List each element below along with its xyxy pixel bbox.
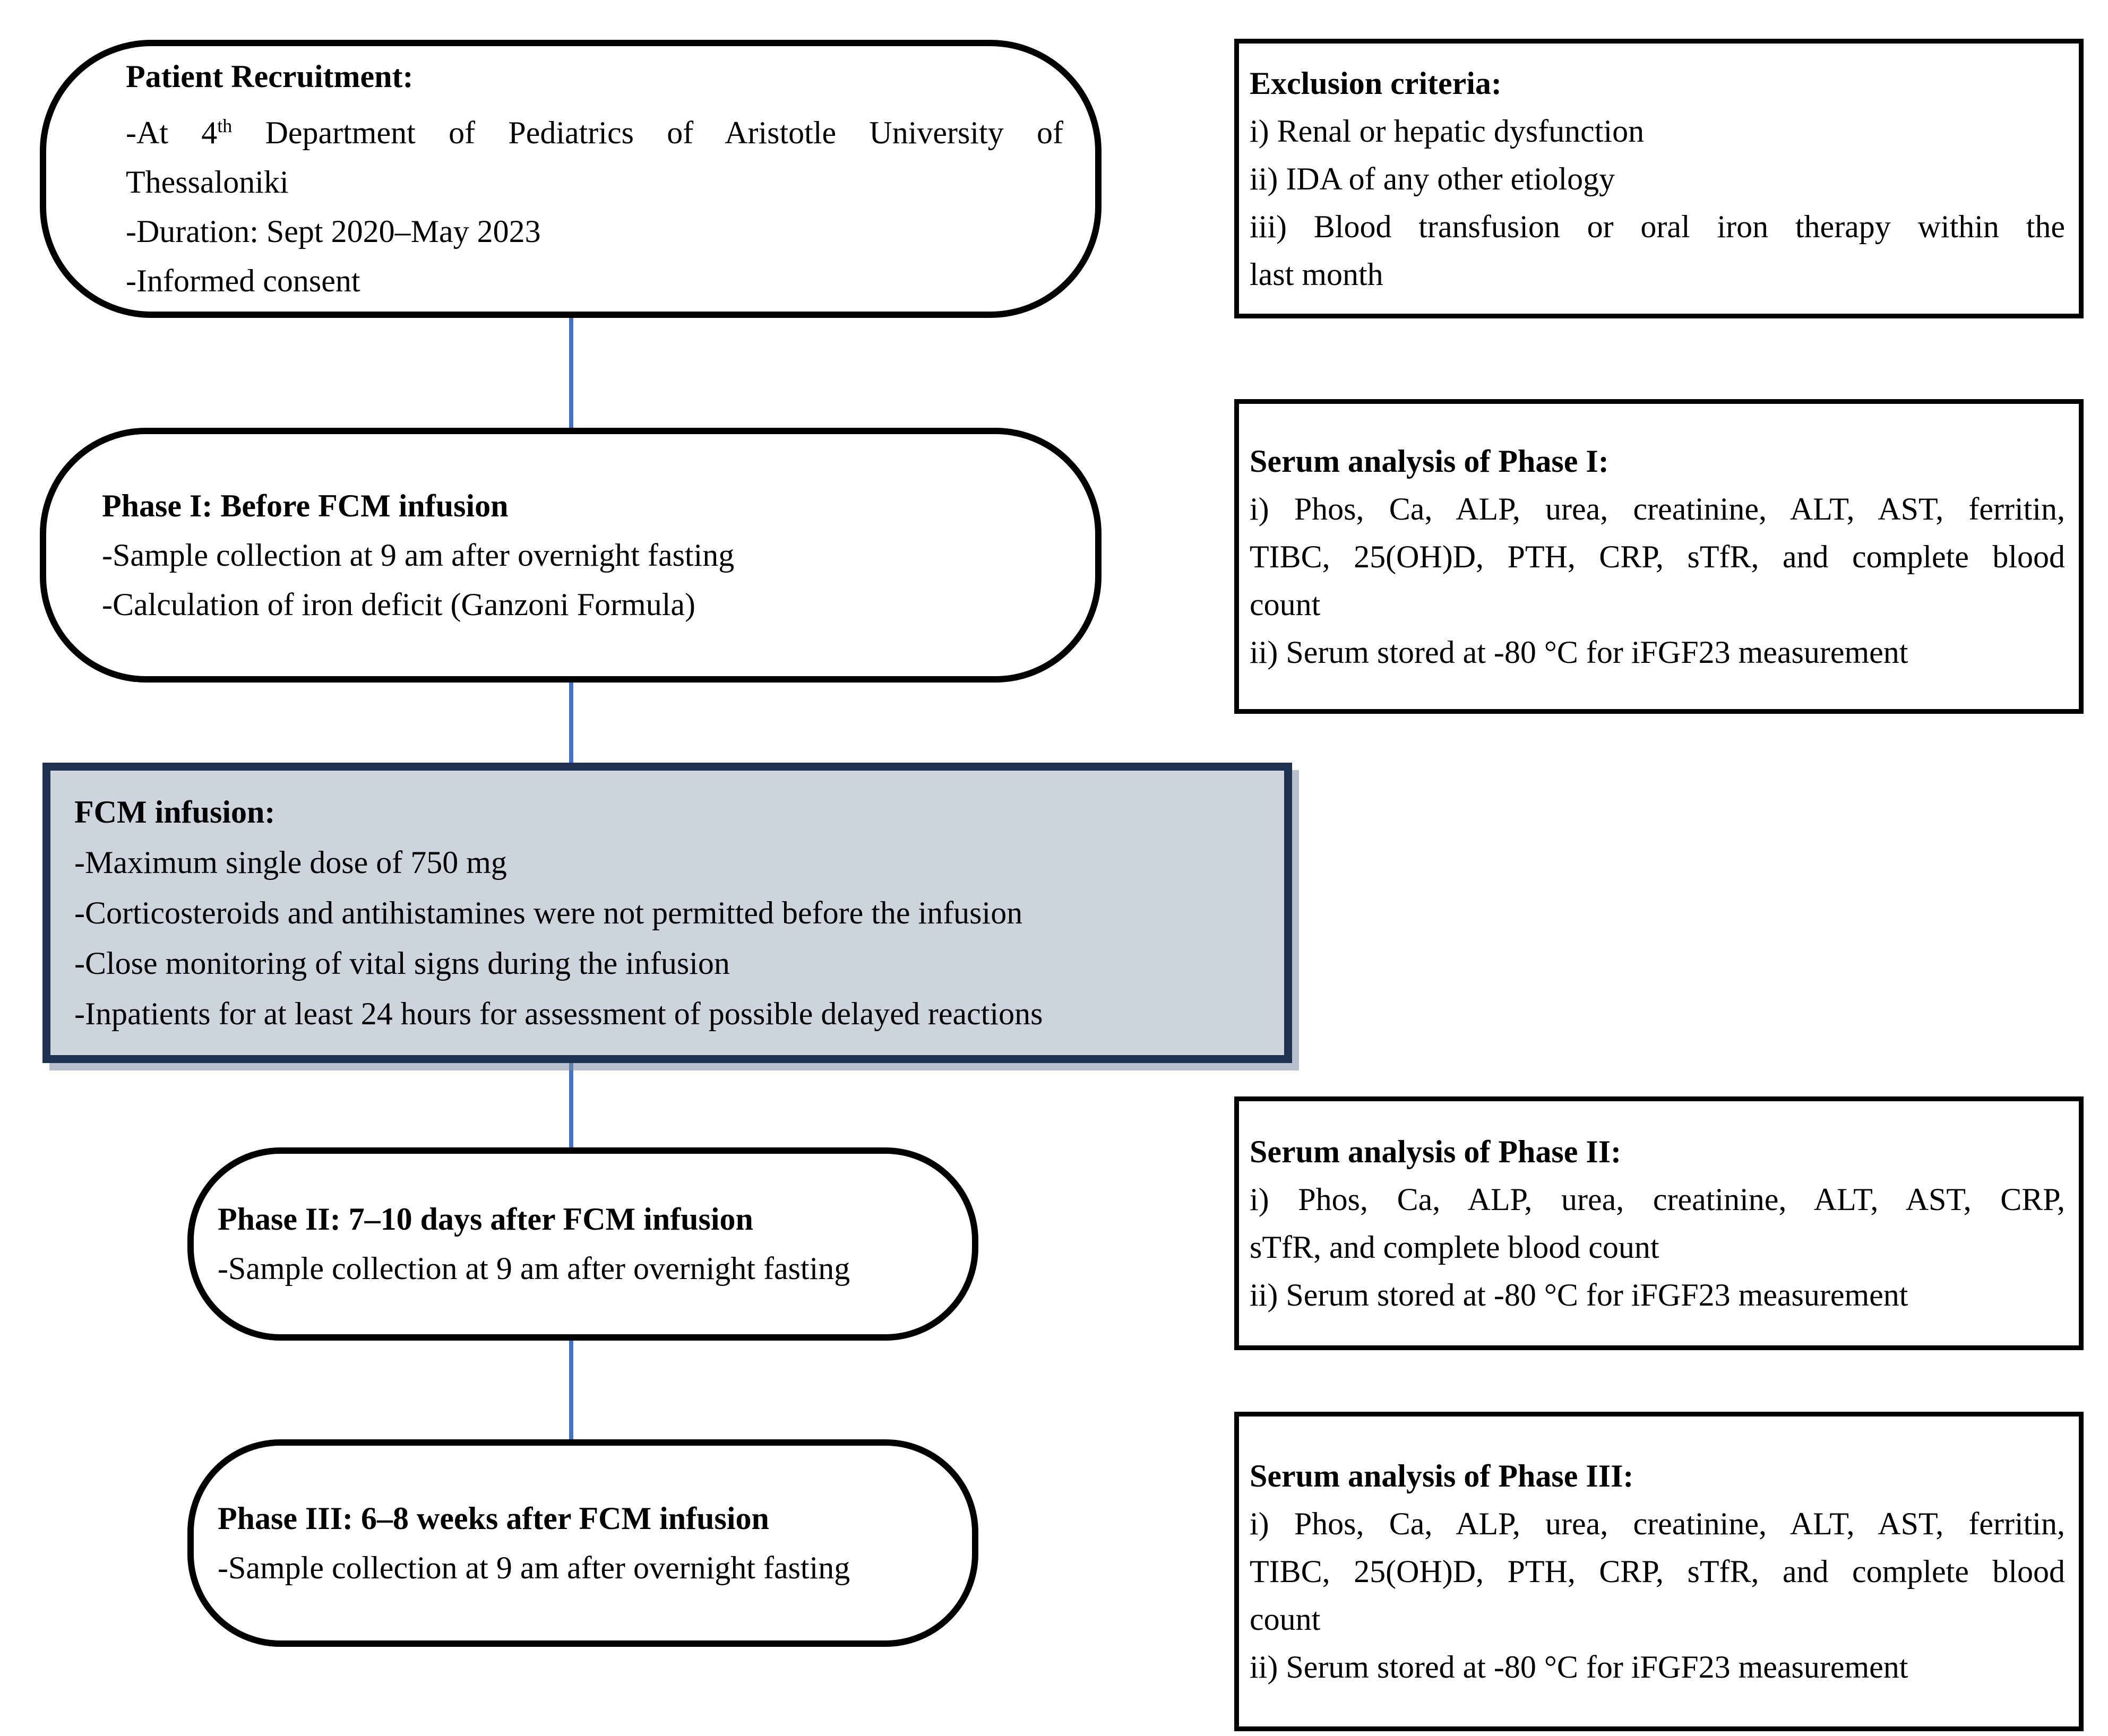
serum1-analytes-line1: i) Phos, Ca, ALP, urea, creatinine, ALT,… xyxy=(1250,491,2065,526)
phase1-calculation-line: -Calculation of iron deficit (Ganzoni Fo… xyxy=(102,586,695,622)
connector-fcm-to-phase2 xyxy=(569,1060,573,1151)
serum3-storage-line: ii) Serum stored at -80 °C for iFGF23 me… xyxy=(1250,1649,1908,1685)
phase2-title: Phase II: 7–10 days after FCM infusion xyxy=(218,1202,753,1237)
fcm-title: FCM infusion: xyxy=(74,794,276,830)
serum3-analytes-line1: i) Phos, Ca, ALP, urea, creatinine, ALT,… xyxy=(1250,1506,2065,1541)
fcm-dose-line: -Maximum single dose of 750 mg xyxy=(74,844,507,880)
box-serum-analysis-phase-3: Serum analysis of Phase III: i) Phos, Ca… xyxy=(1234,1412,2084,1731)
recruitment-consent-line: -Informed consent xyxy=(126,263,360,298)
patient-recruitment-title: Patient Recruitment: xyxy=(126,59,414,94)
node-phase-1: Phase I: Before FCM infusion -Sample col… xyxy=(40,428,1102,683)
exclusion-item-3-line2: last month xyxy=(1250,256,1383,292)
ordinal-superscript: th xyxy=(217,115,233,136)
phase1-title: Phase I: Before FCM infusion xyxy=(102,488,509,523)
serum2-title: Serum analysis of Phase II: xyxy=(1250,1134,1622,1169)
phase1-sample-line: -Sample collection at 9 am after overnig… xyxy=(102,537,735,573)
box-exclusion-criteria: Exclusion criteria: i) Renal or hepatic … xyxy=(1234,39,2084,318)
fcm-monitoring-line: -Close monitoring of vital signs during … xyxy=(74,945,730,981)
recruitment-location-line2: Thessaloniki xyxy=(126,165,289,200)
fcm-inpatient-line: -Inpatients for at least 24 hours for as… xyxy=(74,996,1043,1031)
serum1-title: Serum analysis of Phase I: xyxy=(1250,443,1609,479)
serum3-title: Serum analysis of Phase III: xyxy=(1250,1458,1634,1493)
serum2-analytes-line1: i) Phos, Ca, ALP, urea, creatinine, ALT,… xyxy=(1250,1182,2065,1217)
exclusion-item-2: ii) IDA of any other etiology xyxy=(1250,161,1615,196)
serum1-analytes-line2: TIBC, 25(OH)D, PTH, CRP, sTfR, and compl… xyxy=(1250,539,2065,574)
node-fcm-infusion: FCM infusion: -Maximum single dose of 75… xyxy=(42,763,1292,1063)
serum2-storage-line: ii) Serum stored at -80 °C for iFGF23 me… xyxy=(1250,1277,1908,1312)
recruitment-location-line: -At 4th Department of Pediatrics of Aris… xyxy=(126,101,1063,158)
serum3-analytes-line2: TIBC, 25(OH)D, PTH, CRP, sTfR, and compl… xyxy=(1250,1554,2065,1589)
exclusion-item-3-line1: iii) Blood transfusion or oral iron ther… xyxy=(1250,209,2065,244)
exclusion-title: Exclusion criteria: xyxy=(1250,65,1502,101)
connector-phase1-to-fcm xyxy=(569,679,573,765)
serum1-analytes-line3: count xyxy=(1250,586,1321,622)
box-serum-analysis-phase-2: Serum analysis of Phase II: i) Phos, Ca,… xyxy=(1234,1096,2084,1350)
node-phase-2: Phase II: 7–10 days after FCM infusion -… xyxy=(187,1147,978,1341)
fcm-premedication-line: -Corticosteroids and antihistamines were… xyxy=(74,895,1023,930)
recruitment-duration-line: -Duration: Sept 2020–May 2023 xyxy=(126,214,541,249)
serum1-storage-line: ii) Serum stored at -80 °C for iFGF23 me… xyxy=(1250,634,1908,670)
node-phase-3: Phase III: 6–8 weeks after FCM infusion … xyxy=(187,1439,978,1647)
phase3-sample-line: -Sample collection at 9 am after overnig… xyxy=(218,1550,850,1585)
serum3-analytes-line3: count xyxy=(1250,1602,1321,1637)
box-serum-analysis-phase-1: Serum analysis of Phase I: i) Phos, Ca, … xyxy=(1234,399,2084,714)
recruitment-location-pre: -At 4 xyxy=(126,115,218,150)
connector-phase2-to-phase3 xyxy=(569,1338,573,1443)
serum2-analytes-line2: sTfR, and complete blood count xyxy=(1250,1230,1659,1265)
phase2-sample-line: -Sample collection at 9 am after overnig… xyxy=(218,1251,850,1286)
node-patient-recruitment: Patient Recruitment: -At 4th Department … xyxy=(40,40,1102,318)
exclusion-item-1: i) Renal or hepatic dysfunction xyxy=(1250,113,1645,149)
phase3-title: Phase III: 6–8 weeks after FCM infusion xyxy=(218,1500,769,1536)
connector-recruitment-to-phase1 xyxy=(569,313,573,431)
recruitment-location-post: Department of Pediatrics of Aristotle Un… xyxy=(232,115,1063,150)
